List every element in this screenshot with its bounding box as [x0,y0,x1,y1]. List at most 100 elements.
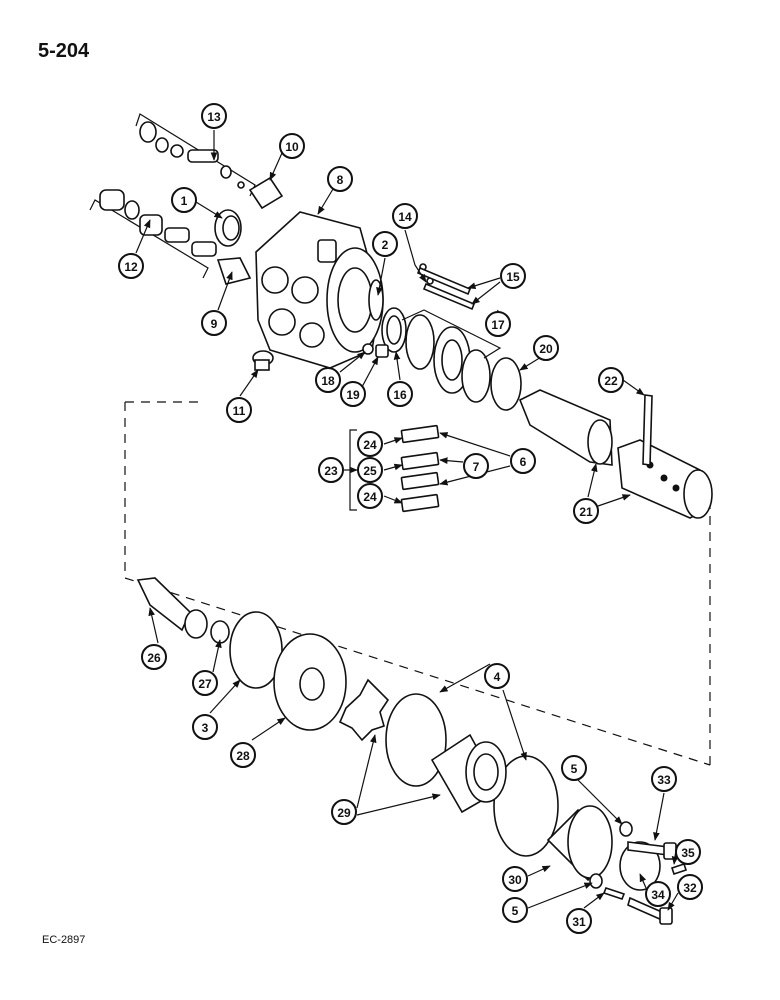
callout-circle [533,335,559,361]
callout-33: 33 [651,766,677,792]
seal-ring-1 [214,209,242,247]
leader-line [383,463,403,471]
leader-line [439,663,491,693]
callout-8: 8 [327,166,353,192]
callout-18: 18 [315,367,341,393]
callout-22: 22 [598,367,624,393]
callout-31: 31 [566,908,592,934]
callout-number: 6 [520,455,527,469]
callout-circle [677,874,703,900]
callout-number: 27 [198,677,212,691]
callout-29: 29 [331,799,357,825]
callout-number: 31 [572,915,586,929]
leader-line [212,639,222,673]
callout-circle [192,670,218,696]
callout-number: 15 [506,270,520,284]
callout-circle [675,839,701,865]
callout-27: 27 [192,670,218,696]
callout-number: 20 [539,342,553,356]
relief-valve-parts-12 [89,189,252,285]
leader-line [217,271,233,311]
end-cap-30 [546,805,613,882]
callout-number: 1 [181,194,188,208]
callout-number: 12 [124,260,138,274]
callout-32: 32 [677,874,703,900]
spool-sleeve-21 [518,389,713,519]
callout-number: 30 [508,873,522,887]
seal-ring-4a [385,693,447,787]
callout-number: 24 [363,490,377,504]
callout-number: 32 [683,881,697,895]
callout-number: 9 [211,317,218,331]
callout-number: 5 [512,904,519,918]
callout-circle [387,381,413,407]
callout-circle [484,663,510,689]
callout-circle [502,897,528,923]
callout-3: 3 [192,714,218,740]
callout-30: 30 [502,866,528,892]
callout-28: 28 [230,742,256,768]
callout-circle [566,908,592,934]
leader-line [148,607,159,644]
callout-circle [573,498,599,524]
callout-23: 23 [318,457,344,483]
dashed-assembly-outline [124,401,711,766]
callout-circle [201,310,227,336]
relief-valve-parts-13 [135,113,284,210]
leader-line [356,734,377,809]
callout-circle [357,457,383,483]
callout-number: 8 [337,173,344,187]
callout-25: 25 [357,457,383,483]
gerotor-star-29 [338,678,390,742]
callout-circle [279,133,305,159]
callout-circle [372,231,398,257]
leader-line [439,432,511,457]
callout-number: 11 [233,404,246,418]
callout-6: 6 [510,448,536,474]
callout-number: 25 [363,464,377,478]
callout-circle [502,866,528,892]
callout-26: 26 [141,644,167,670]
plate-34 [619,841,661,891]
callout-34: 34 [645,881,671,907]
callout-circle [500,263,526,289]
leader-line [239,369,259,397]
callout-circle [201,103,227,129]
callout-circle [340,381,366,407]
o-ring-2 [368,279,384,321]
seal-ring-3 [229,611,283,689]
seat-19 [375,344,389,358]
callout-circle [598,367,624,393]
callout-14: 14 [392,203,418,229]
callout-circle [463,453,489,479]
leader-line [393,351,401,381]
callout-circle [230,742,256,768]
pin-35 [670,862,688,876]
bolt-32 [627,896,673,925]
washer-5-bottom [589,873,603,889]
callout-number: 14 [398,210,412,224]
callout-circle [357,431,383,457]
callout-number: 5 [571,762,578,776]
callout-circle [118,253,144,279]
callout-11: 11 [226,397,252,423]
bolt-33 [627,841,677,860]
leader-line [527,882,593,909]
callout-circle [651,766,677,792]
callout-number: 35 [681,846,695,860]
figure-code: EC-2897 [42,934,86,946]
pins-14-15 [416,263,476,311]
leader-line [135,219,151,254]
leader-line [195,201,223,219]
leader-line [583,892,605,909]
callout-circle [331,799,357,825]
leader-lines [135,130,679,911]
callout-circle [510,448,536,474]
callout-number: 22 [604,374,618,388]
centering-springs [349,424,440,513]
callout-4: 4 [484,663,510,689]
callout-circle [192,714,218,740]
